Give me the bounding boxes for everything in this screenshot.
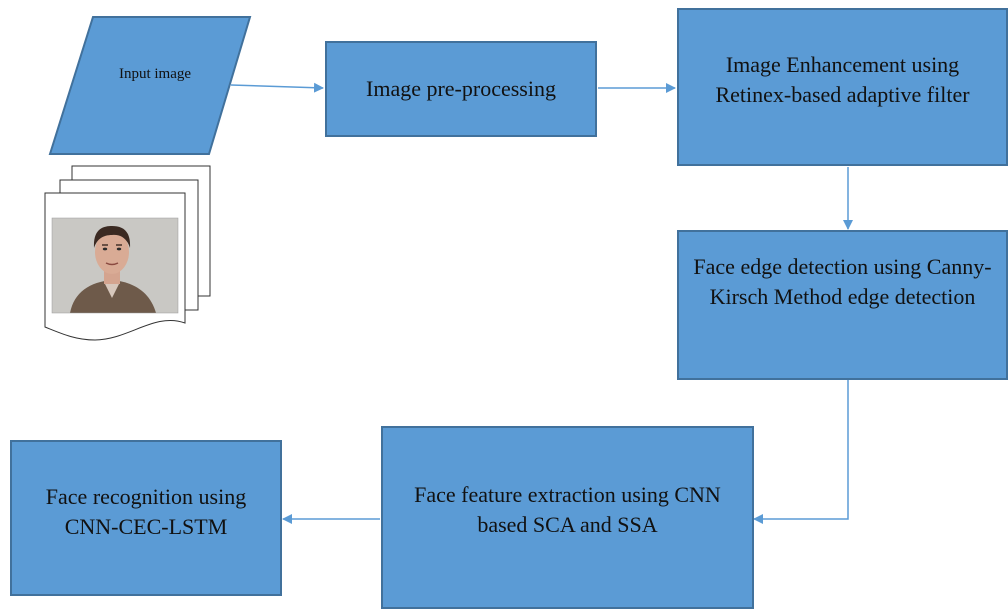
face-photo [52,218,178,313]
edge-detection-node: Face edge detection using Canny-Kirsch M… [677,230,1008,380]
recognition-label: Face recognition using CNN-CEC-LSTM [45,484,247,539]
recognition-node: Face recognition using CNN-CEC-LSTM [10,440,282,596]
preprocess-label: Image pre-processing [366,76,556,102]
enhance-label: Image Enhancement using Retinex-based ad… [715,52,970,107]
preprocess-node: Image pre-processing [325,41,597,137]
feature-extraction-node: Face feature extraction using CNN based … [381,426,754,609]
arrow-input-to-preprocess [230,82,324,93]
input-image-label: Input image [118,66,192,82]
arrow-edge-to-feature [753,379,849,524]
edge-detection-label: Face edge detection using Canny-Kirsch M… [693,254,992,309]
enhance-node: Image Enhancement using Retinex-based ad… [677,8,1008,166]
input-parallelogram [48,16,252,155]
feature-extraction-label: Face feature extraction using CNN based … [414,481,721,537]
